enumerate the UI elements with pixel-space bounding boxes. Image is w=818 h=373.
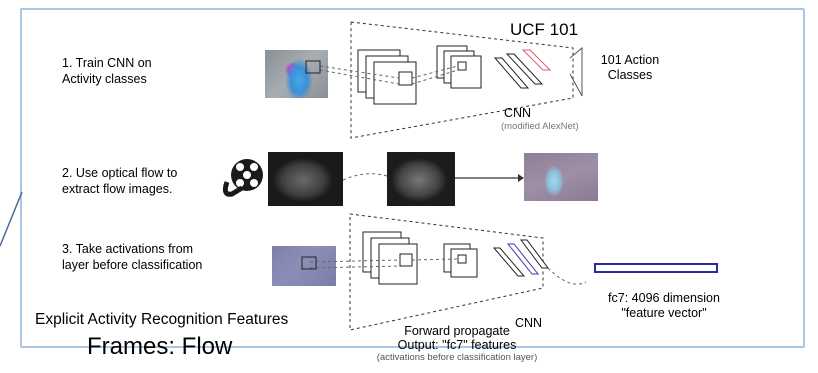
slide-title: Explicit Activity Recognition Features [35, 311, 289, 328]
flow-input-image-1 [265, 50, 328, 98]
cnn-bottom-boundary [349, 213, 544, 331]
video-frame-1 [268, 152, 343, 206]
flow-output-image [524, 153, 598, 201]
dataset-label: UCF 101 [510, 20, 579, 39]
film-reel-icon [222, 159, 263, 197]
slide-subtitle: Frames: Flow [87, 333, 233, 360]
slide-frame [20, 8, 805, 348]
cnn-sublabel: (modified AlexNet) [501, 121, 579, 132]
video-frame-2 [387, 152, 455, 206]
cnn-label-bottom: CNN [515, 316, 543, 330]
fc7-label: fc7: 4096 dimension"feature vector" [608, 291, 720, 320]
forward-propagate-text: Forward propagate Output: "fc7" features… [376, 324, 538, 363]
flow-input-image-3 [272, 246, 336, 286]
fc7-feature-vector [594, 263, 718, 273]
cnn-label-top: CNN [504, 106, 532, 120]
